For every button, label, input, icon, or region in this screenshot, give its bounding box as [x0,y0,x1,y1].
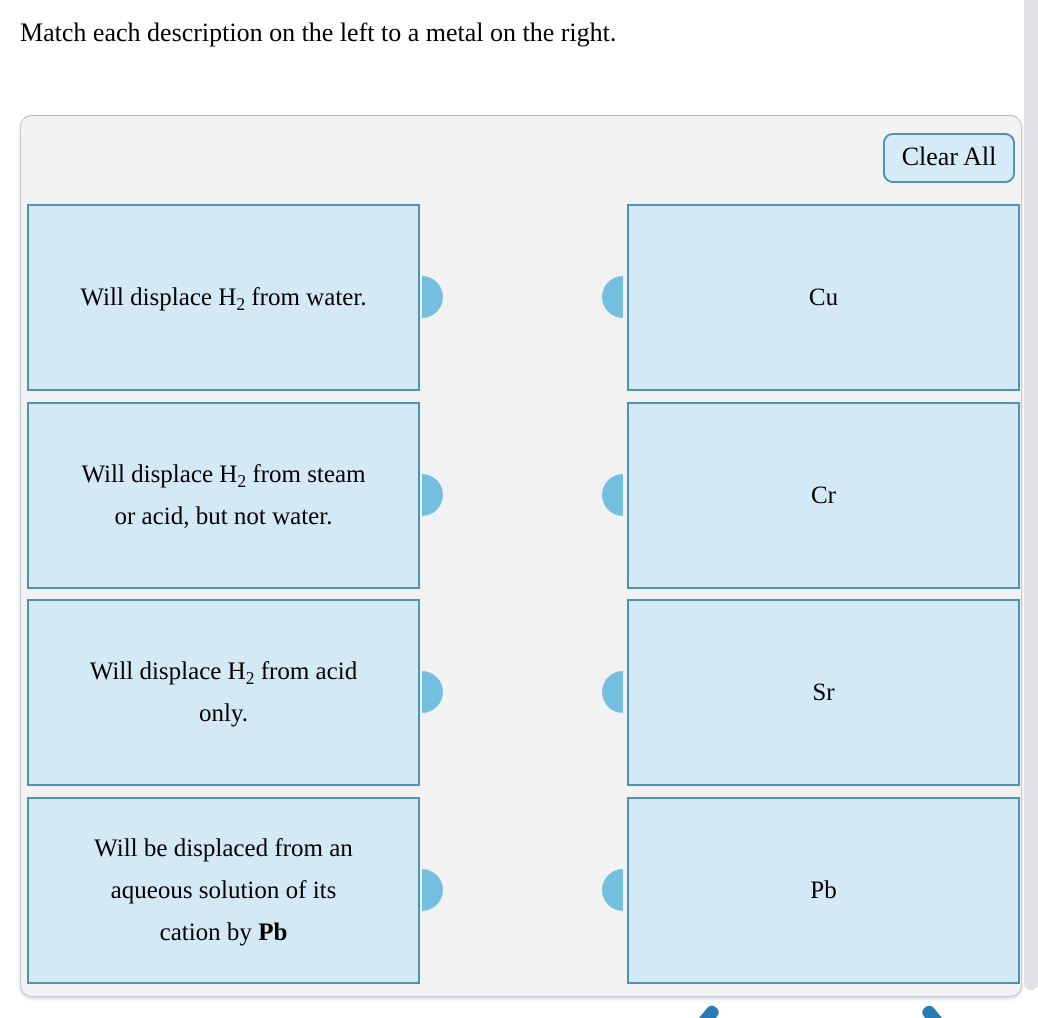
metal-label: Pb [810,876,837,904]
page-title: Match each description on the left to a … [20,18,617,47]
connector-dot-left-2[interactable] [422,474,443,516]
metal-box-4[interactable]: Pb [627,797,1020,984]
connector-dot-right-1[interactable] [602,276,623,318]
connector-dot-left-1[interactable] [422,276,443,318]
metal-box-1[interactable]: Cu [627,204,1020,391]
metal-box-2[interactable]: Cr [627,402,1020,589]
bottom-decoration-right-curve [919,1003,950,1018]
description-text: Will displace H2 from water. [80,283,367,314]
metal-box-3[interactable]: Sr [627,599,1020,786]
vertical-scrollbar[interactable] [1024,0,1038,990]
description-box-1[interactable]: Will displace H2 from water. [27,204,420,391]
connector-dot-right-2[interactable] [602,474,623,516]
matching-panel: Clear All Will displace H2 from water. C… [20,115,1022,997]
metal-label: Cu [808,283,839,311]
connector-dot-left-3[interactable] [422,671,443,713]
metal-label: Cr [811,481,836,509]
clear-all-button[interactable]: Clear All [883,133,1015,183]
bottom-decoration-left-curve [691,1003,722,1018]
connector-dot-right-3[interactable] [602,671,623,713]
metal-label: Sr [812,678,835,706]
connector-dot-right-4[interactable] [602,869,623,911]
connector-dot-left-4[interactable] [422,869,443,911]
